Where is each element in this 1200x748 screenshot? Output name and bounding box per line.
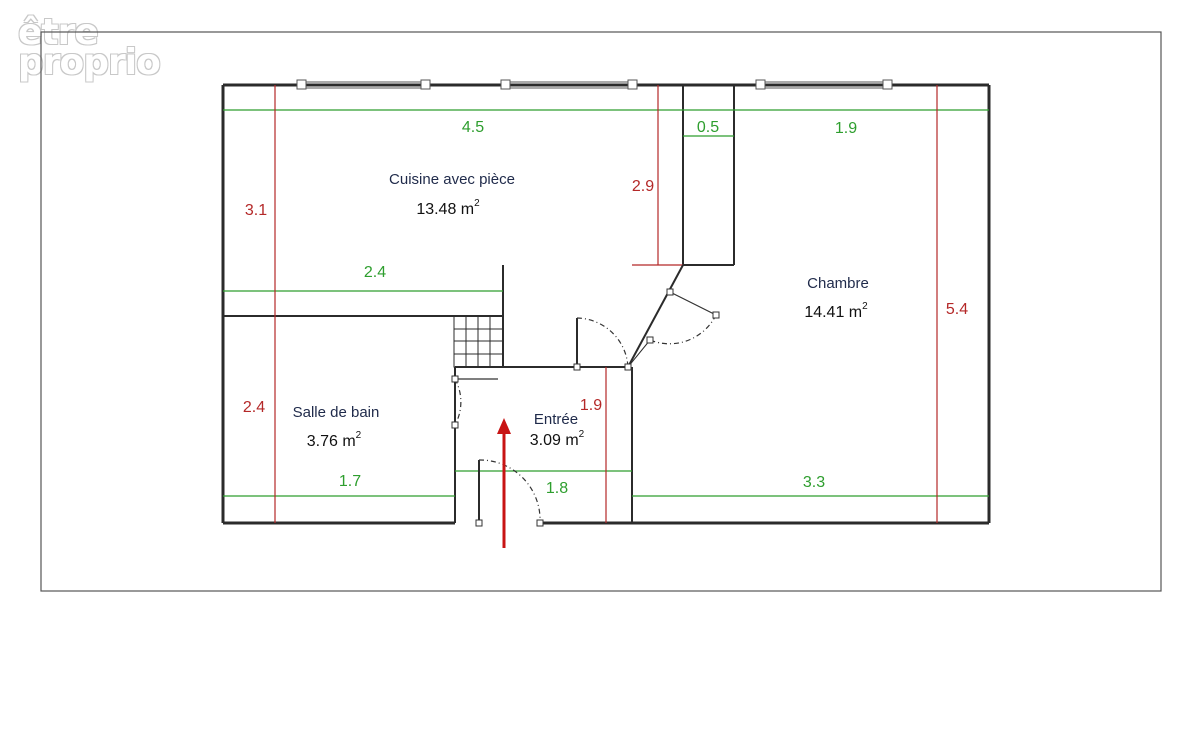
room-area-salle-de-bain: 3.76 m2 xyxy=(307,430,362,450)
doors xyxy=(454,291,717,524)
watermark-line2: proprio xyxy=(18,42,161,83)
room-area-chambre: 14.41 m2 xyxy=(804,301,868,321)
outer-walls xyxy=(221,83,991,525)
dim-cuisine-width: 4.5 xyxy=(462,119,484,136)
dim-entree-height: 1.9 xyxy=(580,397,602,414)
dim-entree-width: 1.8 xyxy=(546,480,568,497)
room-name-chambre: Chambre xyxy=(807,275,869,292)
dim-closet-width: 0.5 xyxy=(697,119,719,136)
interior-walls xyxy=(223,85,735,523)
dimension-lines-vertical xyxy=(274,85,938,523)
entry-arrow xyxy=(497,418,511,548)
dim-sdb-height: 2.4 xyxy=(243,399,265,416)
dim-sdb-width: 1.7 xyxy=(339,473,361,490)
dim-closet-height: 2.9 xyxy=(632,178,654,195)
door-hinges xyxy=(451,288,720,527)
room-area-entree: 3.09 m2 xyxy=(530,429,585,449)
windows xyxy=(296,79,893,90)
room-name-cuisine: Cuisine avec pièce xyxy=(389,171,515,188)
dim-chambre-bottom-width: 3.3 xyxy=(803,474,825,491)
room-name-entree: Entrée xyxy=(534,411,578,428)
plan-frame xyxy=(40,31,1162,592)
tiled-area xyxy=(453,315,504,368)
dim-cuisine-height: 3.1 xyxy=(245,202,267,219)
room-area-cuisine: 13.48 m2 xyxy=(416,198,480,218)
room-name-salle-de-bain: Salle de bain xyxy=(293,404,380,421)
dim-chambre-height: 5.4 xyxy=(946,301,968,318)
dim-cuisine-lower-width: 2.4 xyxy=(364,264,386,281)
dimension-lines-horizontal xyxy=(223,109,989,497)
dim-chambre-top-width: 1.9 xyxy=(835,120,857,137)
